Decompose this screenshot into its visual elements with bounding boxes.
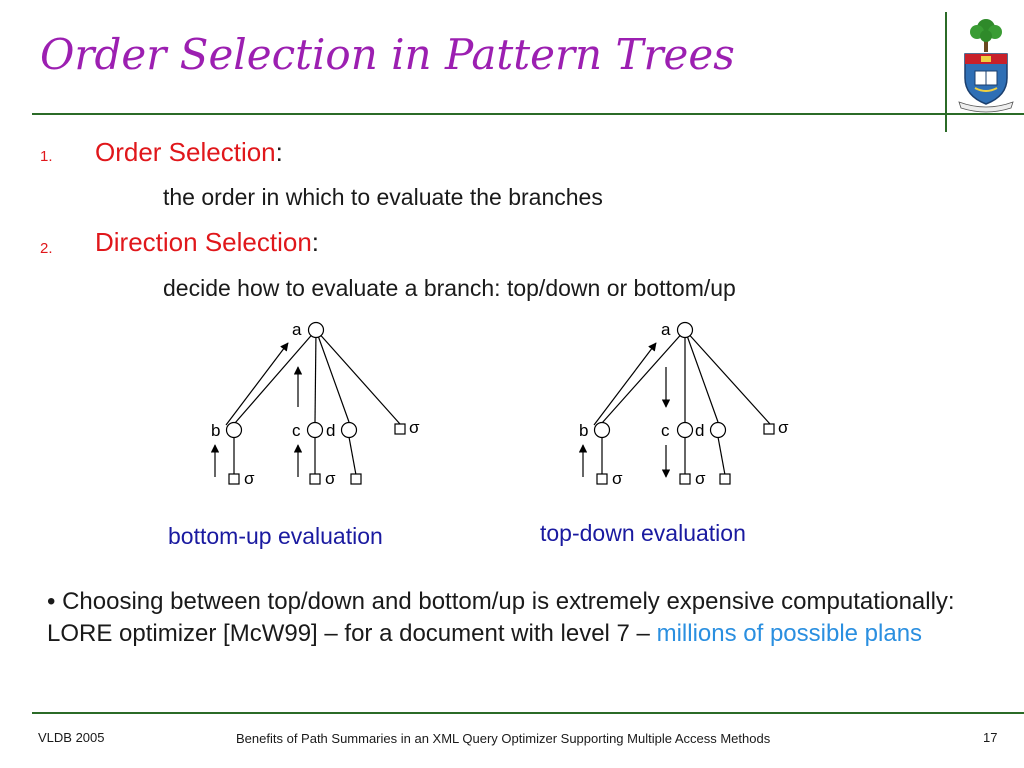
slide-title: Order Selection in Pattern Trees xyxy=(40,30,735,79)
up-arrow xyxy=(225,342,289,426)
university-crest-icon xyxy=(958,19,1014,113)
tree-node-c xyxy=(306,421,324,439)
top-down-tree xyxy=(578,321,775,485)
note-highlight: millions of possible plans xyxy=(656,620,923,647)
heading-colon: : xyxy=(311,227,320,257)
sigma-label: σ xyxy=(244,469,255,488)
node-label-a: a xyxy=(661,320,671,339)
list-number: 1. xyxy=(40,148,53,165)
node-label-c: c xyxy=(292,421,301,440)
footer-divider xyxy=(32,712,1024,714)
tree-node-a xyxy=(676,321,694,339)
tree-node-b xyxy=(225,421,243,439)
node-label-a: a xyxy=(292,320,302,339)
page-number: 17 xyxy=(983,730,998,745)
sigma-label: σ xyxy=(695,469,706,488)
bottom-up-tree xyxy=(210,321,406,485)
title-divider xyxy=(32,113,1024,115)
note-text: Choosing between top/down and bottom/up … xyxy=(47,588,955,647)
sigma-label: σ xyxy=(325,469,336,488)
sigma-label: σ xyxy=(778,418,789,437)
heading-label: Order Selection xyxy=(95,137,276,167)
order-selection-description: the order in which to evaluate the branc… xyxy=(163,184,603,210)
leaf-square xyxy=(350,473,362,485)
direction-selection-heading: Direction Selection: xyxy=(95,227,319,258)
heading-label: Direction Selection xyxy=(95,227,312,257)
sigma-label: σ xyxy=(612,469,623,488)
leaf-square xyxy=(394,423,406,435)
bullet-icon: • xyxy=(47,588,56,615)
leaf-square xyxy=(679,473,691,485)
node-label-d: d xyxy=(326,421,335,440)
node-label-b: b xyxy=(579,421,588,440)
top-down-caption: top-down evaluation xyxy=(540,520,746,546)
node-label-d: d xyxy=(695,421,704,440)
tree-node-c xyxy=(676,421,694,439)
node-label-c: c xyxy=(661,421,670,440)
leaf-square xyxy=(228,473,240,485)
tree-node-a xyxy=(307,321,325,339)
bottom-up-caption: bottom-up evaluation xyxy=(168,523,383,549)
evaluation-diagram: a b c d σ σ σ a b c d σ σ σ bottom-up ev… xyxy=(168,320,789,549)
sigma-label: σ xyxy=(409,418,420,437)
tree-node-b xyxy=(593,421,611,439)
tree-node-d xyxy=(340,421,358,439)
footer-conference: VLDB 2005 xyxy=(38,730,105,745)
leaf-square xyxy=(309,473,321,485)
tree-node-d xyxy=(709,421,727,439)
footer-paper-title: Benefits of Path Summaries in an XML Que… xyxy=(236,731,771,746)
heading-colon: : xyxy=(275,137,283,167)
header-vertical-rule xyxy=(945,12,947,132)
leaf-square xyxy=(596,473,608,485)
list-number: 2. xyxy=(40,240,53,257)
up-arrow xyxy=(593,342,657,426)
note-paragraph: • Choosing between top/down and bottom/u… xyxy=(47,586,997,650)
leaf-square xyxy=(719,473,731,485)
order-selection-heading: Order Selection: xyxy=(95,137,283,168)
leaf-square xyxy=(763,423,775,435)
direction-selection-description: decide how to evaluate a branch: top/dow… xyxy=(163,275,736,301)
node-label-b: b xyxy=(211,421,220,440)
